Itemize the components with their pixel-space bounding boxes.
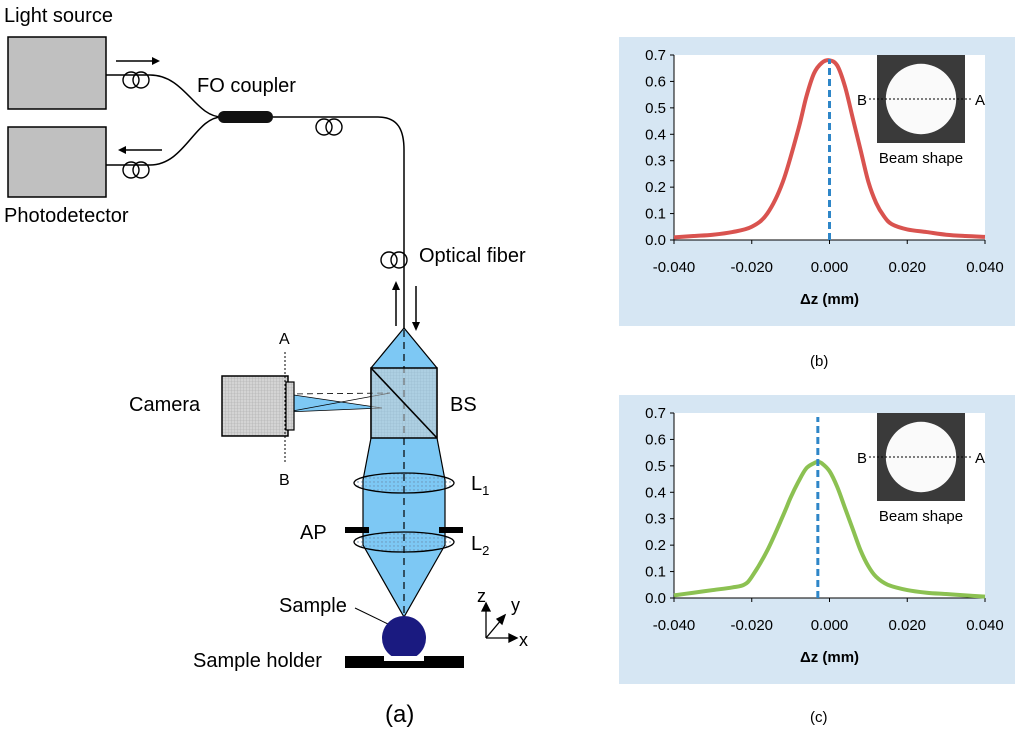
x-tick-label: 0.020	[888, 259, 926, 276]
inset-a-label: A	[975, 92, 985, 109]
y-tick-label: 0.3	[645, 153, 666, 170]
x-tick-label: -0.040	[653, 617, 696, 634]
light-source-box	[7, 36, 107, 110]
sample-holder	[345, 656, 464, 668]
y-tick-label: 0.4	[645, 484, 666, 501]
light-source-label: Light source	[4, 5, 113, 27]
y-tick-label: 0.4	[645, 126, 666, 143]
point-a-label: A	[279, 331, 290, 348]
fo-coupler-label: FO coupler	[197, 75, 296, 97]
inset-a-label: A	[975, 450, 985, 467]
aperture	[345, 527, 369, 533]
series-line	[673, 459, 986, 599]
y-tick-label: 0.1	[645, 206, 666, 223]
lens-l2	[353, 531, 455, 553]
sample-label: Sample	[279, 595, 347, 617]
sample-sphere	[382, 616, 426, 660]
ap-label: AP	[300, 522, 327, 544]
point-b-label: B	[279, 472, 290, 489]
photodetector-label: Photodetector	[4, 205, 129, 227]
y-tick-label: 0.0	[645, 232, 666, 249]
fiber-source	[106, 74, 223, 118]
inset-label: Beam shape	[879, 508, 963, 525]
setup-diagram: Light source Photodetector FO coupler Op…	[4, 5, 528, 728]
camera-label: Camera	[129, 394, 201, 416]
y-tick-label: 0.6	[645, 431, 666, 448]
fo-coupler	[218, 111, 273, 123]
inset-label: Beam shape	[879, 150, 963, 167]
inset-b-label: B	[857, 92, 867, 109]
l2-label: L2	[471, 533, 489, 558]
inset-b-label: B	[857, 450, 867, 467]
y-tick-label: 0.6	[645, 73, 666, 90]
x-tick-label: 0.040	[966, 617, 1004, 634]
axis-x-label: x	[519, 630, 528, 650]
l1-label: L1	[471, 473, 489, 498]
x-tick-label: -0.040	[653, 259, 696, 276]
arrow-right-icon	[116, 57, 160, 65]
photodetector-box	[7, 126, 107, 198]
optical-fiber-label: Optical fiber	[419, 245, 526, 267]
x-tick-label: 0.020	[888, 617, 926, 634]
bs-label: BS	[450, 394, 477, 416]
series-line	[673, 58, 986, 240]
axis-z-label: z	[477, 586, 486, 606]
y-tick-label: 0.2	[645, 179, 666, 196]
lens-l1	[353, 472, 455, 494]
fiber-loop-icon	[122, 71, 408, 269]
y-tick-label: 0.7	[645, 405, 666, 422]
y-tick-label: 0.1	[645, 564, 666, 581]
fiber-detector	[106, 116, 223, 166]
camera-box	[221, 375, 289, 437]
arrow-down-icon	[412, 286, 420, 331]
x-tick-label: 0.040	[966, 259, 1004, 276]
x-axis-label: Δz (mm)	[800, 649, 859, 666]
y-tick-label: 0.0	[645, 590, 666, 607]
chart-caption: (c)	[810, 709, 828, 726]
chart-panel-b: 0.0 0.1 0.2 0.3 0.4 0.5 0.6 0.7 -0.040 -0.020 0.00…	[619, 37, 1015, 370]
y-tick-label: 0.3	[645, 511, 666, 528]
y-tick-label: 0.7	[645, 47, 666, 64]
x-tick-label: 0.000	[811, 259, 849, 276]
x-tick-label: 0.000	[811, 617, 849, 634]
arrow-up-icon	[392, 281, 400, 326]
optical-fiber	[273, 116, 405, 330]
chart-panel-c: 0.0 0.1 0.2 0.3 0.4 0.5 0.6 0.7 -0.040 -0.020 0.00…	[619, 395, 1015, 726]
x-tick-label: -0.020	[730, 617, 773, 634]
y-tick-label: 0.5	[645, 458, 666, 475]
y-tick-label: 0.2	[645, 537, 666, 554]
arrow-left-icon	[118, 146, 162, 154]
x-tick-label: -0.020	[730, 259, 773, 276]
caption-a: (a)	[385, 701, 414, 728]
y-tick-label: 0.5	[645, 100, 666, 117]
sample-holder-label: Sample holder	[193, 650, 322, 672]
axis-y-label: y	[511, 595, 520, 615]
chart-caption: (b)	[810, 353, 828, 370]
axes-icon	[480, 601, 519, 644]
x-axis-label: Δz (mm)	[800, 291, 859, 308]
